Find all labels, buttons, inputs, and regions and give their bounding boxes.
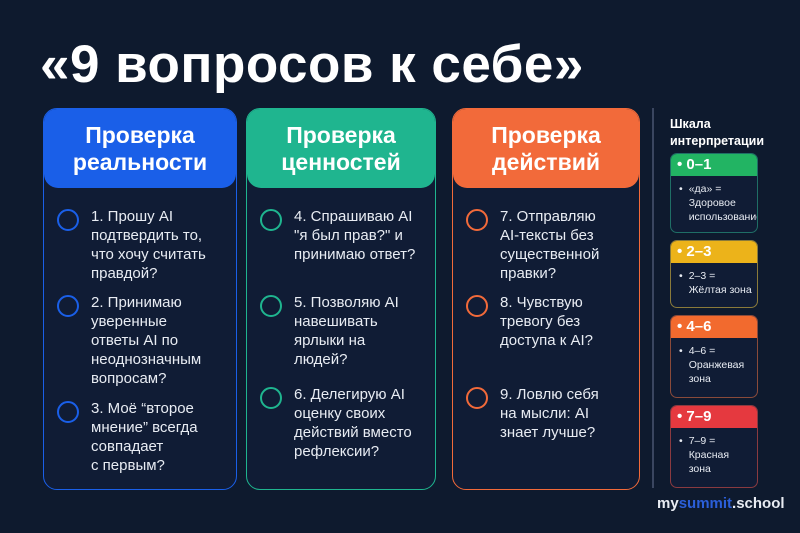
page-title: «9 вопросов к себе» bbox=[40, 35, 584, 94]
bullet: • bbox=[679, 435, 683, 447]
question-item[interactable]: 4. Спрашиваю AI "я был прав?" и принимаю… bbox=[260, 207, 415, 264]
checkbox-circle-icon[interactable] bbox=[57, 209, 79, 231]
zone-range: • 2–3 bbox=[671, 241, 757, 263]
zone-range-label: 4–6 bbox=[686, 318, 712, 335]
question-text: 5. Позволяю AI навешивать ярлыки на люде… bbox=[294, 294, 399, 368]
zone-card-green: • 0–1 • «да» = Здоровое использование bbox=[670, 153, 758, 233]
question-item[interactable]: 2. Принимаю уверенные ответы AI по неодн… bbox=[57, 293, 201, 388]
zone-desc: • «да» = Здоровое использование bbox=[671, 176, 757, 224]
question-item[interactable]: 6. Делегирую AI оценку своих действий вм… bbox=[260, 385, 412, 461]
logo-part: summit bbox=[678, 495, 733, 512]
bullet: • bbox=[679, 270, 683, 282]
column-values: Проверка ценностей 4. Спрашиваю AI "я бы… bbox=[246, 108, 436, 490]
zone-range: • 0–1 bbox=[671, 154, 757, 176]
question-text: 2. Принимаю уверенные ответы AI по неодн… bbox=[91, 294, 202, 387]
question-text: 1. Прошу AI подтвердить то, что хочу счи… bbox=[91, 208, 206, 282]
question-item[interactable]: 1. Прошу AI подтвердить то, что хочу счи… bbox=[57, 207, 206, 283]
column-reality: Проверка реальности 1. Прошу AI подтверд… bbox=[43, 108, 237, 490]
question-text: 8. Чувствую тревогу без доступа к AI? bbox=[500, 294, 594, 349]
question-text: 4. Спрашиваю AI "я был прав?" и принимаю… bbox=[294, 208, 416, 263]
checkbox-circle-icon[interactable] bbox=[466, 209, 488, 231]
zone-range-label: 7–9 bbox=[686, 408, 712, 425]
question-item[interactable]: 5. Позволяю AI навешивать ярлыки на люде… bbox=[260, 293, 399, 369]
checkbox-circle-icon[interactable] bbox=[260, 295, 282, 317]
checkbox-circle-icon[interactable] bbox=[57, 295, 79, 317]
checkbox-circle-icon[interactable] bbox=[260, 387, 282, 409]
zone-range-label: 0–1 bbox=[686, 156, 712, 173]
logo: mysummit.school bbox=[657, 495, 785, 512]
checkbox-circle-icon[interactable] bbox=[466, 387, 488, 409]
checkbox-circle-icon[interactable] bbox=[466, 295, 488, 317]
column-title: Проверка реальности bbox=[44, 109, 236, 188]
question-text: 6. Делегирую AI оценку своих действий вм… bbox=[294, 386, 412, 460]
zone-desc: • 4–6 = Оранжевая зона bbox=[671, 338, 757, 386]
question-text: 9. Ловлю себя на мысли: AI знает лучше? bbox=[500, 386, 599, 441]
zone-text: «да» = Здоровое использование bbox=[688, 183, 758, 223]
checkbox-circle-icon[interactable] bbox=[57, 401, 79, 423]
bullet: • bbox=[679, 345, 683, 357]
question-item[interactable]: 3. Моё “второе мнение” всегда совпадает … bbox=[57, 399, 198, 475]
question-item[interactable]: 8. Чувствую тревогу без доступа к AI? bbox=[466, 293, 593, 350]
column-actions: Проверка действий 7. Отправляю AI-тексты… bbox=[452, 108, 640, 490]
column-title: Проверка ценностей bbox=[247, 109, 435, 188]
bullet: • bbox=[679, 183, 683, 195]
zone-desc: • 7–9 = Красная зона bbox=[671, 428, 757, 476]
question-text: 7. Отправляю AI-тексты без существенной … bbox=[500, 208, 600, 282]
zone-desc: • 2–3 = Жёлтая зона bbox=[671, 263, 757, 297]
question-item[interactable]: 9. Ловлю себя на мысли: AI знает лучше? bbox=[466, 385, 599, 442]
scale-title: Шкала интерпретации bbox=[670, 117, 765, 148]
zone-card-yellow: • 2–3 • 2–3 = Жёлтая зона bbox=[670, 240, 758, 308]
divider bbox=[652, 108, 654, 488]
question-item[interactable]: 7. Отправляю AI-тексты без существенной … bbox=[466, 207, 599, 283]
zone-range: • 4–6 bbox=[671, 316, 757, 338]
logo-part: .school bbox=[732, 495, 785, 512]
zone-range-label: 2–3 bbox=[686, 243, 712, 260]
zone-text: 7–9 = Красная зона bbox=[688, 435, 730, 475]
column-title: Проверка действий bbox=[453, 109, 639, 188]
zone-text: 4–6 = Оранжевая зона bbox=[688, 345, 745, 385]
zone-range: • 7–9 bbox=[671, 406, 757, 428]
zone-card-red: • 7–9 • 7–9 = Красная зона bbox=[670, 405, 758, 488]
zone-text: 2–3 = Жёлтая зона bbox=[688, 270, 752, 296]
zone-card-orange: • 4–6 • 4–6 = Оранжевая зона bbox=[670, 315, 758, 398]
question-text: 3. Моё “второе мнение” всегда совпадает … bbox=[91, 400, 198, 474]
logo-part: my bbox=[657, 495, 679, 512]
checkbox-circle-icon[interactable] bbox=[260, 209, 282, 231]
